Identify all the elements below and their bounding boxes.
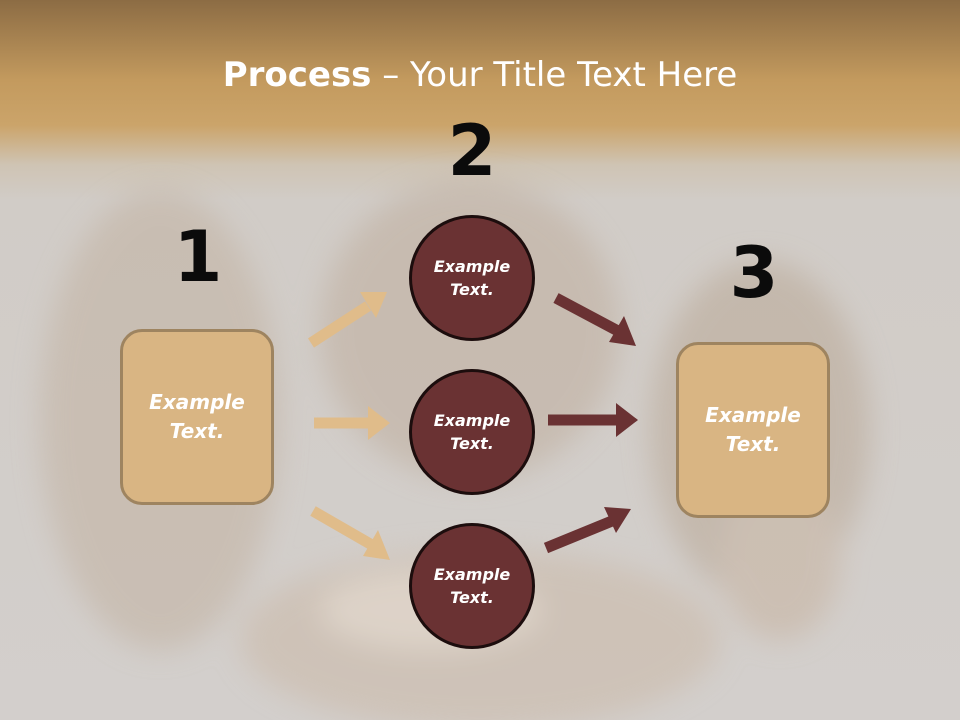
step-number-3: 3 [729, 232, 779, 314]
arrow-bottom-to-3 [543, 507, 631, 554]
circle-bottom: Example Text. [409, 523, 535, 649]
step-box-3: Example Text. [676, 342, 830, 518]
arrow-1-to-top [308, 292, 387, 348]
circle-middle: Example Text. [409, 369, 535, 495]
circle-bottom-label: Example Text. [433, 565, 511, 607]
step-number-1: 1 [173, 216, 223, 298]
step-box-1-label: Example Text. [149, 390, 245, 443]
arrow-1-to-bottom [310, 506, 390, 560]
arrow-top-to-3 [553, 293, 636, 346]
step-number-2: 2 [447, 110, 497, 192]
step-box-3-label: Example Text. [705, 403, 801, 456]
circle-top: Example Text. [409, 215, 535, 341]
title-rest: – Your Title Text Here [371, 55, 738, 95]
circle-middle-label: Example Text. [433, 411, 511, 453]
step-box-1: Example Text. [120, 329, 274, 505]
arrow-1-to-middle [314, 406, 390, 440]
circle-top-label: Example Text. [433, 257, 511, 299]
slide-title: Process – Your Title Text Here [0, 54, 960, 96]
arrow-middle-to-3 [548, 403, 638, 437]
title-bold: Process [222, 55, 372, 95]
